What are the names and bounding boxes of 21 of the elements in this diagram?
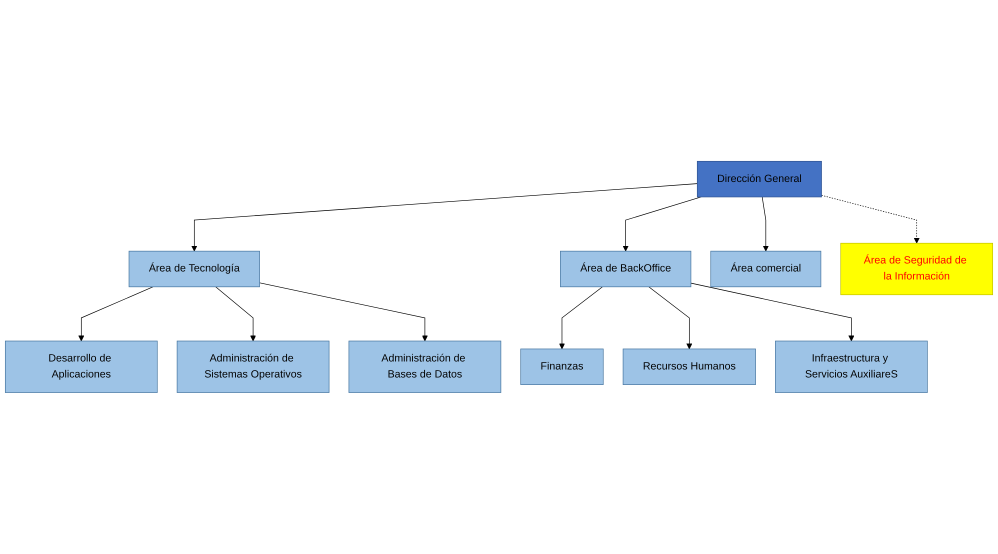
node-box: Área de BackOffice <box>560 250 692 288</box>
arrow <box>78 286 154 342</box>
arrow <box>690 282 854 342</box>
node-box: Recursos Humanos <box>622 348 756 386</box>
node-box: Área de Seguridad de la Información <box>840 242 994 296</box>
node-box: Infraestructura y Servicios AuxiliareS <box>775 340 928 393</box>
arrow <box>559 286 603 350</box>
node-box: Administración de Bases de Datos <box>348 340 502 393</box>
node-box: Desarrollo de Aplicaciones <box>4 340 158 393</box>
arrow <box>191 183 698 252</box>
arrow <box>821 195 920 244</box>
arrow <box>648 286 692 350</box>
node-box: Dirección General <box>696 161 822 198</box>
arrow <box>622 196 702 252</box>
arrow <box>259 282 428 342</box>
node-box: Finanzas <box>520 348 604 386</box>
arrow <box>215 286 256 342</box>
node-box: Administración de Sistemas Operativos <box>176 340 330 393</box>
node-box: Área de Tecnología <box>128 250 260 288</box>
node-box: Área comercial <box>710 250 822 288</box>
arrow <box>762 196 769 252</box>
